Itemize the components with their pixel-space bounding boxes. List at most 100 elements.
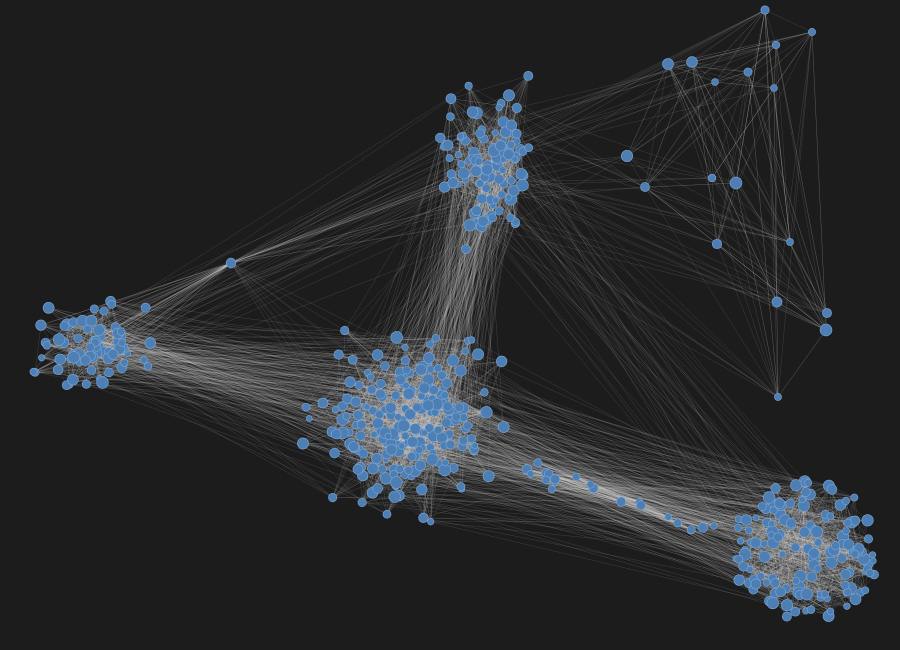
graph-edge [456, 217, 511, 418]
graph-edge [764, 9, 778, 303]
graph-edge [711, 31, 813, 179]
graph-edge [747, 71, 827, 331]
graph-edge [772, 574, 875, 579]
graph-edge [485, 412, 866, 591]
graph-edge [546, 472, 669, 518]
graph-edge [108, 358, 420, 448]
graph-edge [344, 330, 770, 498]
graph-edge [764, 9, 777, 46]
graph-edge [795, 550, 859, 612]
graph-edge [691, 61, 775, 89]
graph-edge [402, 221, 484, 421]
graph-edge [361, 116, 451, 503]
graph-edge [764, 520, 856, 557]
graph-edge [442, 400, 692, 530]
graph-edge [110, 301, 333, 498]
graph-edge [668, 482, 806, 518]
graph-edge [775, 44, 828, 314]
graph-edge [735, 9, 766, 184]
graph-edge [740, 494, 811, 542]
graph-edge [406, 369, 768, 523]
graph-edge [667, 44, 777, 65]
graph-edge [150, 342, 343, 407]
graph-edge [402, 420, 766, 509]
graph-edge [626, 155, 827, 331]
graph-edge [714, 81, 775, 89]
graph-edge [94, 308, 444, 389]
graph-edge [478, 161, 844, 537]
graph-edge [358, 339, 472, 416]
graph-edge [814, 554, 848, 607]
graph-edge [98, 330, 353, 360]
graph-edge [87, 159, 504, 326]
graph-edge [776, 301, 827, 331]
graph-edge [108, 358, 405, 377]
graph-edge [667, 63, 775, 89]
graph-edge [108, 351, 363, 476]
graph-edge [476, 9, 766, 161]
graph-edge [691, 61, 779, 398]
graph-edge [93, 350, 474, 451]
graph-edge [33, 371, 391, 409]
graph-edge [473, 199, 512, 451]
graph-edge [644, 71, 749, 188]
graph-edge [474, 190, 514, 446]
graph-edge [430, 438, 443, 522]
graph-edge [121, 342, 310, 419]
graph-edge [412, 441, 863, 552]
graph-edge [447, 145, 462, 487]
graph-edge [394, 496, 801, 577]
graph-edge [530, 473, 811, 526]
graph-edge [817, 489, 833, 569]
graph-edge [639, 501, 863, 552]
graph-edge [111, 304, 434, 391]
graph-edge [73, 322, 423, 367]
graph-edge [115, 327, 419, 469]
graph-edge [755, 542, 761, 577]
graph-edge [322, 344, 431, 404]
graph-edge [305, 370, 461, 408]
graph-edge [711, 177, 827, 331]
graph-edge [377, 354, 423, 367]
graph-edge [468, 160, 831, 553]
graph-edge [442, 182, 454, 404]
graph-edge [127, 353, 442, 396]
graph-edge [743, 566, 825, 595]
graph-edge [777, 329, 827, 398]
graph-edge [427, 361, 848, 607]
graph-edge [817, 558, 864, 569]
graph-edge [775, 531, 817, 594]
graph-edge [668, 516, 703, 528]
graph-edge [444, 186, 492, 216]
graph-edge [393, 448, 826, 519]
graph-edge [46, 345, 433, 454]
graph-edge [644, 61, 693, 188]
graph-edge [775, 44, 827, 331]
graph-edge [394, 496, 796, 612]
graph-edge [95, 341, 443, 401]
graph-edge [448, 225, 470, 435]
graph-edge [143, 359, 396, 396]
graph-edge [644, 186, 791, 243]
graph-edge [667, 63, 749, 73]
graph-edge [471, 361, 502, 449]
graph-edge [372, 384, 405, 411]
graph-edge [357, 337, 397, 470]
graph-edge [461, 164, 475, 451]
graph-edge [461, 164, 504, 428]
graph-edge [355, 379, 401, 426]
graph-edge [408, 133, 517, 471]
graph-edge [491, 214, 809, 549]
graph-edge [390, 337, 397, 444]
graph-edge [740, 540, 856, 600]
graph-edge [143, 200, 496, 361]
graph-edge [436, 199, 492, 405]
graph-edge [551, 489, 714, 527]
graph-edge [530, 473, 812, 610]
graph-edge [444, 469, 736, 559]
graph-edge [394, 496, 746, 555]
graph-edge [775, 554, 815, 594]
graph-edge [111, 304, 406, 409]
graph-edge [764, 556, 850, 573]
graph-edge [779, 534, 788, 606]
